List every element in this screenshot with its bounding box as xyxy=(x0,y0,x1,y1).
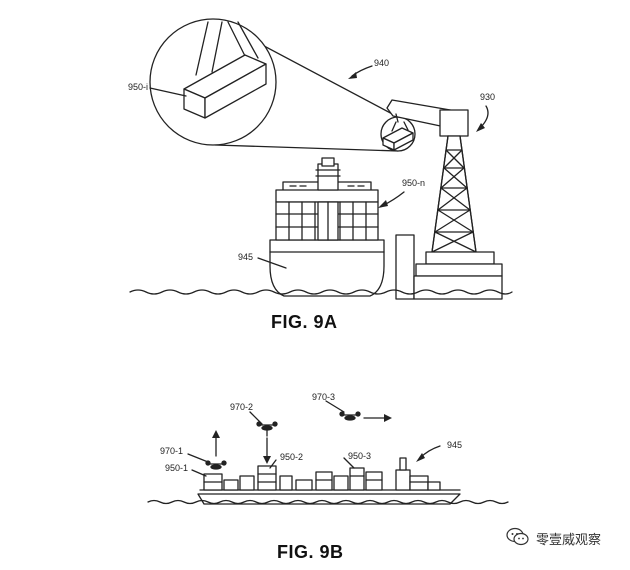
leader-950-1 xyxy=(191,469,207,477)
label-940: 940 xyxy=(374,58,390,68)
label-945-b: 945 xyxy=(447,440,463,450)
leader-970-1 xyxy=(187,453,209,463)
water-line-a xyxy=(129,289,513,295)
label-950-n: 950-n xyxy=(402,178,426,188)
drone-970-2 xyxy=(256,421,278,437)
label-970-2: 970-2 xyxy=(230,402,254,412)
label-970-3: 970-3 xyxy=(312,392,336,402)
water-line-b xyxy=(147,499,509,505)
container-950-i-zoomed xyxy=(183,21,267,119)
leader-950-2 xyxy=(269,459,277,469)
label-945-a: 945 xyxy=(238,252,254,262)
label-950-2: 950-2 xyxy=(280,452,304,462)
label-930: 930 xyxy=(480,92,496,102)
container-small xyxy=(382,121,414,151)
leader-970-2 xyxy=(249,411,263,425)
leader-950-3 xyxy=(343,457,355,469)
label-950-i: 950-i xyxy=(128,82,149,92)
drone-970-1 xyxy=(205,460,227,470)
wechat-icon xyxy=(506,527,529,546)
dock xyxy=(395,234,503,300)
leader-970-3 xyxy=(325,400,345,413)
zoom-callout xyxy=(149,18,416,152)
figure-title-9a: FIG. 9A xyxy=(271,312,338,332)
crane xyxy=(386,99,503,277)
watermark: 零壹威观察 xyxy=(506,526,624,550)
container-stack-950-n xyxy=(275,201,379,241)
watermark-text: 零壹威观察 xyxy=(536,533,602,548)
ship-945-side-a xyxy=(269,157,385,297)
label-950-1: 950-1 xyxy=(165,463,189,473)
figure-title-9b: FIG. 9B xyxy=(277,542,344,562)
ship-945-side-b xyxy=(197,457,461,505)
label-950-3: 950-3 xyxy=(348,451,372,461)
label-970-1: 970-1 xyxy=(160,446,184,456)
leader-945-a xyxy=(257,257,287,269)
drone-970-3 xyxy=(339,411,361,421)
leader-950-i xyxy=(149,87,187,97)
